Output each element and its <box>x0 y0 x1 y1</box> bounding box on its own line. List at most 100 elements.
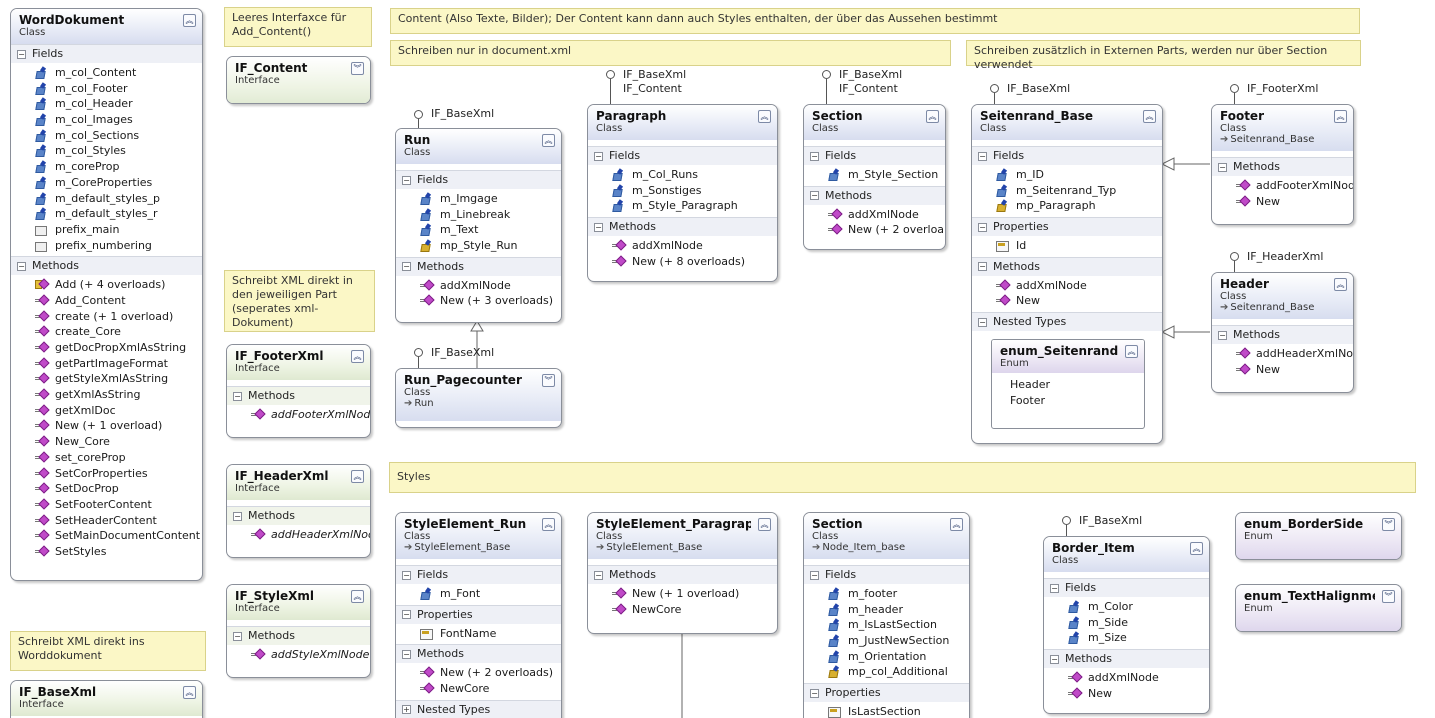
field-item[interactable]: m_default_styles_r <box>11 206 202 222</box>
field-item[interactable]: m_Imgage <box>396 191 561 207</box>
collapse-toggle-icon[interactable]: ︽ <box>183 14 196 27</box>
fields-section-header[interactable]: −Fields <box>396 565 561 584</box>
field-item[interactable]: mp_Paragraph <box>972 198 1162 214</box>
property-item[interactable]: Id <box>972 238 1162 254</box>
method-item[interactable]: addFooterXmlNode <box>227 407 370 423</box>
method-item[interactable]: getXmlAsString <box>11 387 202 403</box>
minus-icon[interactable]: − <box>810 151 819 161</box>
property-item[interactable]: IsLastSection <box>804 704 969 718</box>
expand-toggle-icon[interactable]: ︾ <box>1382 518 1395 531</box>
interface-if-stylexml[interactable]: IF_StyleXml Interface ︽ −Methods addStyl… <box>226 584 371 678</box>
fields-section-header[interactable]: −Fields <box>804 146 945 165</box>
methods-section-header[interactable]: −Methods <box>227 626 370 645</box>
class-header[interactable]: Header Class ➔Seitenrand_Base ︽ −Methods… <box>1211 272 1354 393</box>
field-item[interactable]: prefix_numbering <box>11 238 202 254</box>
methods-section-header[interactable]: −Methods <box>227 386 370 405</box>
fields-section-header[interactable]: −Fields <box>1044 578 1209 597</box>
fields-section-header[interactable]: −Fields <box>396 170 561 189</box>
method-item[interactable]: addXmlNode <box>396 278 561 294</box>
fields-section-header[interactable]: −Fields <box>588 146 777 165</box>
method-item[interactable]: New <box>972 293 1162 309</box>
minus-icon[interactable]: − <box>402 262 411 272</box>
collapse-toggle-icon[interactable]: ︽ <box>758 110 771 123</box>
methods-section-header[interactable]: −Methods <box>588 217 777 237</box>
minus-icon[interactable]: − <box>978 151 987 161</box>
field-item[interactable]: m_coreProp <box>11 159 202 175</box>
minus-icon[interactable]: − <box>810 191 819 201</box>
method-item[interactable]: Add_Content <box>11 293 202 309</box>
method-item[interactable]: New (+ 1 overload) <box>588 586 777 602</box>
collapse-toggle-icon[interactable]: ︽ <box>1125 345 1138 358</box>
enum-borderside[interactable]: enum_BorderSide Enum ︾ <box>1235 512 1402 560</box>
collapse-toggle-icon[interactable]: ︽ <box>542 518 555 531</box>
field-item[interactable]: m_col_Sections <box>11 128 202 144</box>
method-item[interactable]: New (+ 8 overloads) <box>588 254 777 270</box>
methods-section-header[interactable]: −Methods <box>1212 157 1353 176</box>
field-item[interactable]: m_header <box>804 602 969 618</box>
minus-icon[interactable]: − <box>1050 583 1059 593</box>
method-item[interactable]: New <box>1212 362 1353 378</box>
interface-if-headerxml[interactable]: IF_HeaderXml Interface ︽ −Methods addHea… <box>226 464 371 558</box>
method-item[interactable]: SetMainDocumentContent <box>11 528 202 544</box>
minus-icon[interactable]: − <box>1218 330 1227 340</box>
minus-icon[interactable]: − <box>594 151 603 161</box>
method-item[interactable]: SetCorProperties <box>11 466 202 482</box>
fields-section-header[interactable]: −Fields <box>804 565 969 584</box>
methods-section-header[interactable]: −Methods <box>804 185 945 205</box>
minus-icon[interactable]: − <box>978 222 987 232</box>
collapse-toggle-icon[interactable]: ︽ <box>351 470 364 483</box>
field-item[interactable]: m_Font <box>396 586 561 602</box>
minus-icon[interactable]: − <box>402 175 411 185</box>
minus-icon[interactable]: − <box>594 570 603 580</box>
expand-toggle-icon[interactable]: ︾ <box>542 374 555 387</box>
method-item[interactable]: Add (+ 4 overloads) <box>11 277 202 293</box>
field-item[interactable]: m_col_Styles <box>11 143 202 159</box>
minus-icon[interactable]: − <box>17 261 26 271</box>
collapse-toggle-icon[interactable]: ︽ <box>1334 110 1347 123</box>
class-worddokument[interactable]: WordDokument Class ︽ −Fields m_col_Conte… <box>10 8 203 581</box>
methods-section-header[interactable]: −Methods <box>11 256 202 276</box>
class-section[interactable]: Section Class ︽ −Fields m_Style_Section … <box>803 104 946 250</box>
method-item[interactable]: addXmlNode <box>972 278 1162 294</box>
method-item[interactable]: getXmlDoc <box>11 403 202 419</box>
method-item[interactable]: addHeaderXmlNode <box>227 527 370 543</box>
method-item[interactable]: getDocPropXmlAsString <box>11 340 202 356</box>
fields-section-header[interactable]: −Fields <box>11 44 202 63</box>
minus-icon[interactable]: − <box>978 317 987 327</box>
method-item[interactable]: addXmlNode <box>1044 670 1209 686</box>
enum-texthalignment[interactable]: enum_TextHalignment Enum ︾ <box>1235 584 1402 632</box>
field-item[interactable]: m_ID <box>972 167 1162 183</box>
methods-section-header[interactable]: −Methods <box>396 644 561 664</box>
method-item[interactable]: set_coreProp <box>11 450 202 466</box>
method-item[interactable]: New <box>1044 686 1209 702</box>
field-item[interactable]: m_Color <box>1044 599 1209 615</box>
method-item[interactable]: NewCore <box>588 602 777 618</box>
methods-section-header[interactable]: −Methods <box>227 506 370 525</box>
field-item[interactable]: m_Col_Runs <box>588 167 777 183</box>
method-item[interactable]: getPartImageFormat <box>11 356 202 372</box>
method-item[interactable]: create_Core <box>11 324 202 340</box>
method-item[interactable]: SetStyles <box>11 544 202 560</box>
minus-icon[interactable]: − <box>402 570 411 580</box>
field-item[interactable]: m_col_Header <box>11 96 202 112</box>
field-item[interactable]: mp_Style_Run <box>396 238 561 254</box>
field-item[interactable]: m_Text <box>396 222 561 238</box>
minus-icon[interactable]: − <box>17 49 26 59</box>
method-item[interactable]: addHeaderXmlNo... <box>1212 346 1353 362</box>
field-item[interactable]: m_Sonstiges <box>588 183 777 199</box>
collapse-toggle-icon[interactable]: ︽ <box>926 110 939 123</box>
minus-icon[interactable]: − <box>1218 162 1227 172</box>
field-item[interactable]: m_Seitenrand_Typ <box>972 183 1162 199</box>
field-item[interactable]: m_Style_Paragraph <box>588 198 777 214</box>
field-item[interactable]: m_Size <box>1044 630 1209 646</box>
collapse-toggle-icon[interactable]: ︽ <box>351 350 364 363</box>
collapse-toggle-icon[interactable]: ︽ <box>183 686 196 699</box>
methods-section-header[interactable]: −Methods <box>588 565 777 584</box>
minus-icon[interactable]: − <box>810 688 819 698</box>
expand-toggle-icon[interactable]: ︾ <box>351 62 364 75</box>
interface-if-footerxml[interactable]: IF_FooterXml Interface ︽ −Methods addFoo… <box>226 344 371 438</box>
